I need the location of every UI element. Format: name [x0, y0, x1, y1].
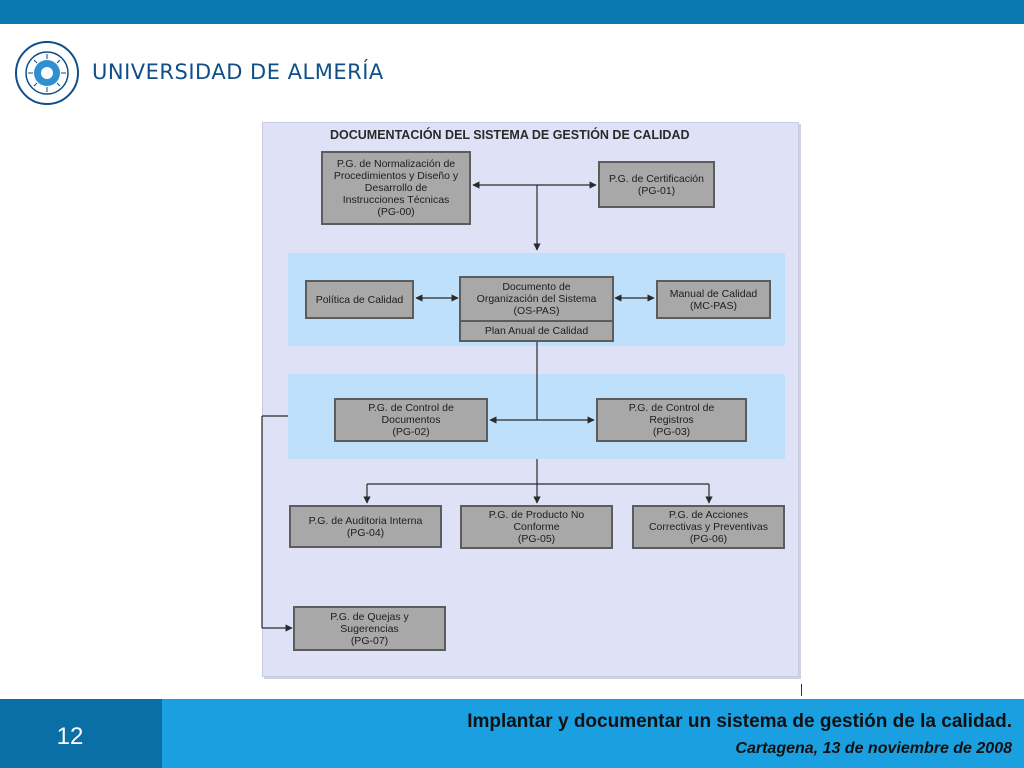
box-politica-label: Política de Calidad [315, 293, 404, 306]
box-pg07-line2: Sugerencias [340, 622, 399, 635]
box-manual-line2: (MC-PAS) [689, 299, 738, 312]
box-pg06-line2: Correctivas y Preventivas [648, 521, 769, 533]
university-seal-icon [14, 40, 80, 106]
footer-subtitle: Cartagena, 13 de noviembre de 2008 [735, 740, 1012, 757]
box-pg07: P.G. de Quejas y Sugerencias (PG-07) [293, 606, 446, 651]
box-pg07-line3: (PG-07) [350, 634, 389, 647]
box-plan-anual: Plan Anual de Calidad [484, 325, 589, 337]
top-bar [0, 0, 1024, 24]
box-pg00-line3: Desarrollo de [364, 182, 428, 194]
box-pg00-line2: Procedimientos y Diseño y [333, 170, 459, 182]
box-pg04-line1: P.G. de Auditoria Interna [308, 514, 423, 527]
page-number-box [0, 699, 162, 768]
text-cursor [801, 684, 802, 696]
box-pg02-line2: Documentos [381, 414, 441, 426]
box-pg04-line2: (PG-04) [346, 526, 385, 539]
box-pg05-line2: Conforme [513, 521, 560, 533]
box-pg01-line2: (PG-01) [637, 184, 676, 197]
box-politica: Política de Calidad [305, 280, 414, 319]
box-pg00-line1: P.G. de Normalización de [336, 158, 456, 170]
page-number: 12 [56, 723, 84, 750]
box-pg02: P.G. de Control de Documentos (PG-02) [334, 398, 488, 442]
box-manual: Manual de Calidad (MC-PAS) [656, 280, 771, 319]
diagram-title: DOCUMENTACIÓN DEL SISTEMA DE GESTIÓN DE … [330, 128, 690, 142]
box-os-pas-line3: (OS-PAS) [513, 305, 560, 317]
footer-bar [0, 699, 1024, 768]
box-os-pas-line1: Documento de [502, 281, 571, 293]
box-pg03-line1: P.G. de Control de [628, 402, 715, 414]
box-pg03-line3: (PG-03) [652, 426, 691, 438]
box-pg07-line1: P.G. de Quejas y [330, 610, 409, 623]
box-manual-line1: Manual de Calidad [669, 287, 758, 300]
box-pg06: P.G. de Acciones Correctivas y Preventiv… [632, 505, 785, 549]
box-pg01: P.G. de Certificación (PG-01) [598, 161, 715, 208]
box-pg00: P.G. de Normalización de Procedimientos … [321, 151, 471, 225]
university-name: UNIVERSIDAD DE ALMERÍA [92, 60, 384, 84]
box-os-pas-line2: Organización del Sistema [476, 293, 597, 305]
box-pg02-line1: P.G. de Control de [368, 402, 454, 414]
box-pg01-line1: P.G. de Certificación [609, 172, 704, 185]
box-pg05-line3: (PG-05) [517, 533, 556, 545]
box-os-pas: Documento de Organización del Sistema (O… [459, 276, 614, 342]
box-pg05: P.G. de Producto No Conforme (PG-05) [460, 505, 613, 549]
box-pg00-line5: (PG-00) [377, 206, 415, 218]
box-pg03: P.G. de Control de Registros (PG-03) [596, 398, 747, 442]
box-pg02-line3: (PG-02) [392, 426, 430, 438]
box-pg04: P.G. de Auditoria Interna (PG-04) [289, 505, 442, 548]
box-pg05-line1: P.G. de Producto No [488, 509, 585, 521]
box-pg06-line3: (PG-06) [689, 533, 728, 545]
box-pg03-line2: Registros [649, 414, 694, 426]
box-pg00-line4: Instrucciones Técnicas [342, 194, 450, 206]
box-pg06-line1: P.G. de Acciones [668, 509, 749, 521]
footer-title: Implantar y documentar un sistema de ges… [467, 711, 1012, 732]
